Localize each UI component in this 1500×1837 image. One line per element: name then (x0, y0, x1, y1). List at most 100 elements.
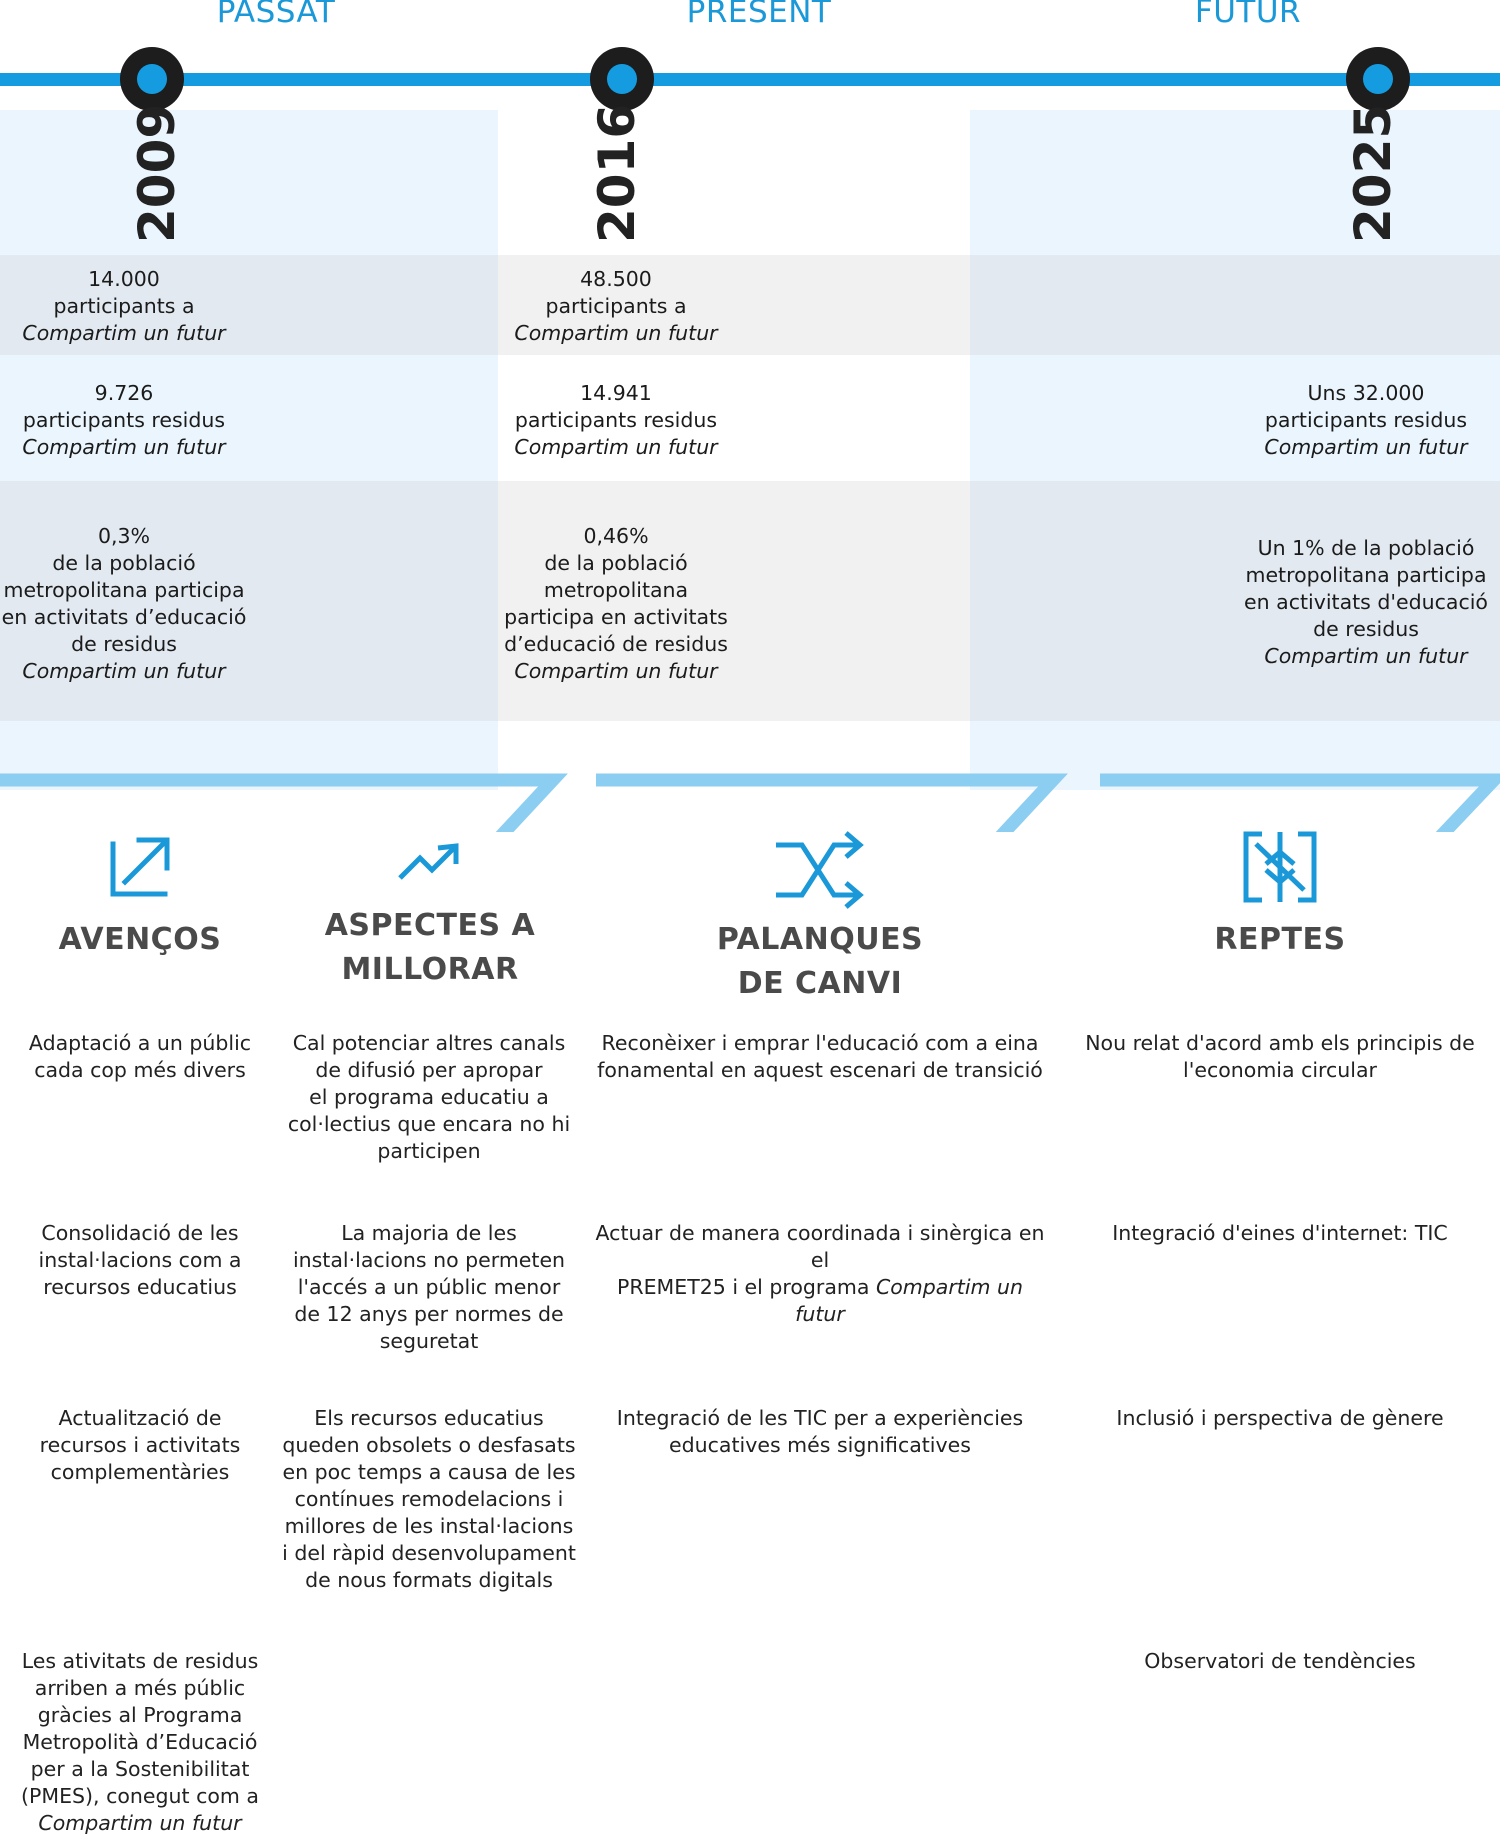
chevron-divider (0, 773, 1500, 832)
participants-2009: 14.000 participants a Compartim un futur (0, 266, 248, 347)
percent-2025: Un 1% de la població metropolitana parti… (1232, 535, 1500, 670)
item-italic: Compartim un futur (38, 1811, 242, 1835)
percent-2009-line: de la població (52, 551, 196, 575)
item-line: Actualització de (58, 1406, 222, 1430)
item-line: col·lectius que encara no hi (287, 1112, 571, 1136)
item-line: Reconèixer i emprar l'educació com a ein… (601, 1031, 1039, 1055)
percent-2025-line: Un 1% de la població (1257, 536, 1475, 560)
item-line: millores de les instal·lacions (284, 1514, 574, 1538)
timeline-node-2016 (590, 47, 654, 111)
era-label-past: PASSAT (216, 0, 336, 30)
item-line: Actuar de manera coordinada i sinèrgica … (595, 1221, 1045, 1272)
item-line: i del ràpid desenvolupament (282, 1541, 576, 1565)
waste-2016: 14.941 participants residus Compartim un… (492, 380, 740, 461)
item-line: Les ativitats de residus (21, 1649, 259, 1673)
item-line: seguretat (379, 1329, 479, 1353)
item-line: Nou relat d'acord amb els principis de (1085, 1031, 1475, 1055)
waste-2025-text: participants residus (1264, 408, 1468, 432)
percent-2016-line: d’educació de residus (504, 632, 728, 656)
shuffle-icon (776, 831, 864, 909)
trending-up-icon (398, 843, 459, 880)
item-line: cada cop més divers (34, 1058, 246, 1082)
timeline-line (0, 73, 1500, 86)
percent-2009-line: en activitats d’educació (1, 605, 247, 629)
avencos-item-1: Adaptació a un públic cada cop més diver… (0, 1030, 280, 1084)
item-line: Metropolità d’Educació (22, 1730, 258, 1754)
waste-2016-program: Compartim un futur (514, 435, 718, 459)
chevron-segment-2 (596, 773, 1068, 832)
percent-2016-line: participa en activitats (504, 605, 728, 629)
participants-2009-program: Compartim un futur (22, 321, 226, 345)
reptes-item-1: Nou relat d'acord amb els principis de l… (1080, 1030, 1480, 1084)
percent-2016-line: metropolitana (543, 578, 689, 602)
year-2009: 2009 (128, 103, 186, 243)
avencos-item-2: Consolidació de les instal·lacions com a… (0, 1220, 280, 1301)
palanques-item-2: Actuar de manera coordinada i sinèrgica … (590, 1220, 1050, 1328)
waste-2025: Uns 32.000 participants residus Comparti… (1242, 380, 1490, 461)
band-percent-2025 (970, 481, 1500, 721)
avencos-item-4: Les ativitats de residus arriben a més p… (0, 1648, 280, 1837)
participants-2016-number: 48.500 (580, 267, 652, 291)
aspectes-item-2: La majoria de les instal·lacions no perm… (280, 1220, 578, 1355)
heading-reptes: REPTES (1120, 918, 1440, 962)
item-italic: Compartim un futur (795, 1275, 1023, 1326)
timeline-node-2025 (1346, 47, 1410, 111)
timeline-node-2009 (120, 47, 184, 111)
aspectes-item-1: Cal potenciar altres canals de difusió p… (280, 1030, 578, 1165)
heading-palanques-line: PALANQUES (716, 922, 924, 957)
participants-2009-number: 14.000 (88, 267, 160, 291)
item-line: Inclusió i perspectiva de gènere (1116, 1406, 1444, 1430)
percent-2009-line: metropolitana participa (3, 578, 245, 602)
waste-2009: 9.726 participants residus Compartim un … (0, 380, 248, 461)
item-line: participen (377, 1139, 481, 1163)
percent-2016-program: Compartim un futur (514, 659, 718, 683)
item-line: Cal potenciar altres canals (292, 1031, 566, 1055)
band-participants-2016 (498, 255, 970, 355)
heading-avencos-line: AVENÇOS (58, 922, 222, 957)
heading-aspectes-line: MILLORAR (341, 952, 519, 987)
item-line: contínues remodelacions i (294, 1487, 564, 1511)
reptes-item-3: Inclusió i perspectiva de gènere (1080, 1405, 1480, 1432)
palanques-item-3: Integració de les TIC per a experiències… (590, 1405, 1050, 1459)
aspectes-item-3: Els recursos educatius queden obsolets o… (280, 1405, 578, 1594)
item-line-tail: PREMET25 i el programa (617, 1275, 876, 1299)
waste-2009-text: participants residus (22, 408, 226, 432)
band-participants-2025 (970, 255, 1500, 355)
year-2016: 2016 (588, 103, 646, 243)
waste-2016-number: 14.941 (580, 381, 652, 405)
band-participants-2009 (0, 255, 498, 355)
item-line: queden obsolets o desfasats (282, 1433, 576, 1457)
item-line: educatives més significatives (669, 1433, 971, 1457)
item-line: recursos educatius (43, 1275, 237, 1299)
item-line: Consolidació de les (41, 1221, 239, 1245)
item-line: de difusió per apropar (315, 1058, 543, 1082)
percent-2025-program: Compartim un futur (1264, 644, 1468, 668)
heading-aspectes-line: ASPECTES A (324, 908, 536, 943)
participants-2016-text: participants a (545, 294, 687, 318)
item-line: instal·lacions com a (38, 1248, 242, 1272)
item-line: de nous formats digitals (305, 1568, 553, 1592)
item-line: per a la Sostenibilitat (30, 1757, 250, 1781)
era-label-present: PRESENT (686, 0, 832, 30)
item-line: Observatori de tendències (1144, 1649, 1416, 1673)
waste-2025-number: Uns 32.000 (1307, 381, 1425, 405)
item-line: l'economia circular (1183, 1058, 1377, 1082)
chevron-segment-3 (1100, 773, 1500, 832)
percent-2009: 0,3% de la població metropolitana partic… (0, 523, 248, 685)
heading-avencos: AVENÇOS (20, 918, 260, 962)
waste-2025-program: Compartim un futur (1264, 435, 1468, 459)
item-line: (PMES), conegut com a (21, 1784, 259, 1808)
item-line: recursos i activitats (39, 1433, 241, 1457)
item-line: arriben a més públic (34, 1676, 246, 1700)
band-percent-2016 (498, 481, 970, 721)
item-line: fonamental en aquest escenari de transic… (597, 1058, 1043, 1082)
item-line: l'accés a un públic menor (297, 1275, 561, 1299)
item-line: Integració d'eines d'internet: TIC (1112, 1221, 1448, 1245)
waste-2009-program: Compartim un futur (22, 435, 226, 459)
participants-2016-program: Compartim un futur (514, 321, 718, 345)
percent-2025-line: metropolitana participa (1245, 563, 1487, 587)
item-line: Adaptació a un públic (28, 1031, 252, 1055)
item-line: gràcies al Programa (37, 1703, 243, 1727)
item-line: La majoria de les (341, 1221, 517, 1245)
percent-2009-line: de residus (71, 632, 177, 656)
